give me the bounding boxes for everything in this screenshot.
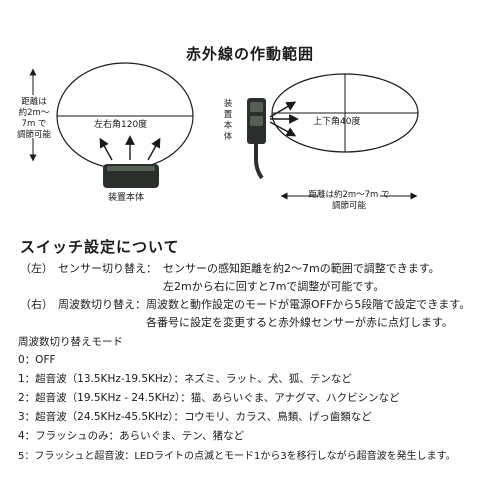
right-distance-label-line-1: 距離は約2m～7m で	[308, 190, 390, 200]
mode-item-3: 3：超音波（24.5KHz-45.5KHz）：コウモリ、カラス、鳥類、げっ歯類な…	[18, 411, 372, 423]
right-switch-desc-2: 各番号に設定を変更すると赤外線センサーが赤に点灯します。	[146, 316, 453, 329]
vertical-angle-arrow-down	[269, 121, 297, 137]
left-angle-label: 左右角120度	[94, 120, 148, 130]
mode-item-2: 2：超音波（19.5KHz - 24.5KHz）：猫、あらいぐま、アナグマ、ハク…	[18, 392, 400, 404]
mode-item-1: 1：超音波（13.5KHz-19.5KHz）：ネズミ、ラット、犬、狐、テンなど	[18, 373, 352, 385]
angle-arrow-right	[147, 137, 161, 161]
right-device-label-line-1: 装置	[223, 99, 233, 120]
right-angle-label: 上下角40度	[313, 117, 361, 127]
right-switch-name: 周波数切り替え：	[58, 298, 146, 311]
left-switch-tag: （左）	[20, 262, 53, 275]
left-distance-label-line-3: 調節可能	[16, 130, 51, 140]
right-diagram	[247, 73, 419, 200]
left-switch-desc-2: 左2mから右に回すと7mで調整が可能です。	[163, 280, 385, 293]
angle-arrow-left	[99, 137, 113, 161]
right-distance-label: 距離は約2m～7m で 調節可能	[300, 190, 398, 212]
left-switch-name: センサー切り替え：	[58, 262, 157, 275]
left-diagram	[29, 62, 194, 188]
left-distance-label-line-2: 約2m～7m で	[18, 108, 50, 129]
device-side-view-icon	[247, 98, 266, 180]
right-device-label-line-2: 本体	[223, 121, 233, 142]
mode-item-4: 4：フラッシュのみ：あらいぐま、テン、猪など	[18, 430, 245, 442]
right-switch-tag: （右）	[20, 298, 53, 311]
left-distance-label-line-1: 距離は	[21, 97, 47, 107]
device-top-view-icon	[103, 164, 159, 188]
left-device-label: 装置本体	[108, 193, 145, 203]
left-distance-label: 距離は 約2m～7m で 調節可能	[14, 97, 54, 141]
mode-item-0: 0：OFF	[18, 354, 56, 366]
right-device-label: 装置 本体	[221, 99, 235, 143]
infrared-range-diagram	[29, 62, 419, 200]
modes-title: 周波数切り替えモード	[18, 336, 123, 348]
switch-settings-title: スイッチ設定について	[20, 238, 180, 256]
mode-item-5: 5：フラッシュと超音波：LEDライトの点滅とモード1から3を移行しながら超音波を…	[18, 451, 456, 462]
right-distance-label-line-2: 調節可能	[331, 201, 366, 211]
vertical-angle-arrow-up	[269, 101, 297, 118]
page-title: 赤外線の作動範囲	[185, 45, 314, 63]
right-switch-desc-1: 周波数と動作設定のモードが電源OFFから5段階で設定できます。	[146, 298, 471, 311]
left-switch-desc-1: センサーの感知距離を約2～7mの範囲で調整できます。	[163, 262, 440, 275]
